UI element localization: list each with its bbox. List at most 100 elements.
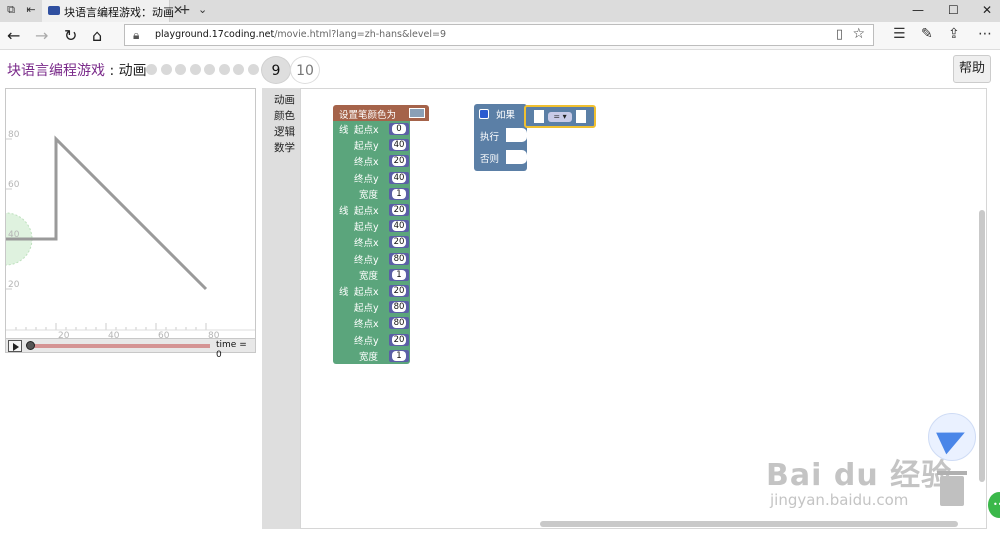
- x-tick-label: 80: [208, 331, 220, 341]
- number-value[interactable]: 20: [392, 156, 406, 167]
- number-block[interactable]: 40: [389, 139, 409, 152]
- number-block[interactable]: 0: [389, 123, 409, 135]
- reading-view-icon[interactable]: ▯: [835, 27, 843, 42]
- number-value[interactable]: 40: [392, 221, 406, 232]
- number-block[interactable]: 1: [389, 268, 409, 281]
- number-value[interactable]: 1: [392, 188, 406, 199]
- y-tick-label: 20: [8, 280, 20, 290]
- else-slot[interactable]: [506, 150, 527, 164]
- hub-icon[interactable]: ☰: [893, 26, 906, 42]
- workspace-vertical-scrollbar[interactable]: [979, 210, 985, 482]
- number-value[interactable]: 80: [392, 302, 406, 313]
- refresh-icon[interactable]: ↻: [64, 26, 78, 45]
- share-icon[interactable]: ⇪: [948, 26, 960, 42]
- workspace-horizontal-scrollbar[interactable]: [540, 521, 958, 527]
- number-value[interactable]: 0: [392, 124, 406, 134]
- number-block[interactable]: 80: [389, 252, 409, 265]
- number-value[interactable]: 40: [392, 140, 406, 151]
- level-dot[interactable]: [204, 64, 215, 75]
- do-label: 执行: [480, 132, 500, 143]
- level-dot[interactable]: [218, 64, 230, 75]
- number-value[interactable]: 1: [392, 269, 406, 280]
- site-favicon-icon: [48, 6, 60, 15]
- number-block[interactable]: 1: [389, 187, 409, 200]
- back-icon[interactable]: ←: [7, 26, 21, 45]
- number-block[interactable]: 80: [389, 301, 409, 314]
- address-bar[interactable]: 🔒︎ playground.17coding.net/movie.html?la…: [124, 24, 874, 46]
- number-value[interactable]: 20: [392, 205, 406, 215]
- number-block[interactable]: 20: [389, 333, 409, 346]
- number-block[interactable]: 40: [389, 220, 409, 233]
- line-param-label: 终点x: [354, 238, 379, 250]
- time-slider-knob[interactable]: [26, 341, 35, 350]
- number-block[interactable]: 80: [389, 317, 409, 330]
- pen-color-swatch[interactable]: [409, 108, 425, 118]
- else-label: 否则: [480, 154, 500, 165]
- level-dot[interactable]: [189, 64, 201, 75]
- number-value[interactable]: 80: [392, 318, 406, 329]
- block-workspace[interactable]: [300, 88, 987, 529]
- number-value[interactable]: 20: [392, 237, 406, 248]
- level-dot[interactable]: [175, 64, 186, 75]
- next-level-button[interactable]: 10: [290, 56, 320, 84]
- watermark-brand: Bai du 经验: [766, 458, 953, 493]
- window-close-icon[interactable]: ✕: [982, 3, 993, 17]
- home-icon[interactable]: ⌂: [92, 26, 103, 45]
- notes-icon[interactable]: ✎: [921, 26, 933, 42]
- number-value[interactable]: 20: [392, 286, 406, 296]
- number-value[interactable]: 80: [392, 253, 406, 264]
- if-label: 如果: [496, 110, 516, 121]
- number-block[interactable]: 20: [389, 236, 409, 249]
- set-pen-color-block[interactable]: 设置笔颜色为: [333, 105, 429, 121]
- help-button[interactable]: 帮助: [953, 55, 991, 83]
- level-dot[interactable]: [233, 64, 244, 75]
- level-dot[interactable]: [247, 64, 259, 75]
- trash-icon[interactable]: [937, 471, 967, 506]
- number-block[interactable]: 20: [389, 204, 409, 216]
- new-tab-icon[interactable]: +: [179, 2, 191, 18]
- favorite-star-icon[interactable]: ☆: [852, 26, 865, 42]
- number-block[interactable]: 1: [389, 349, 409, 362]
- page-title-separator: :: [105, 63, 119, 79]
- toolbox-category-color[interactable]: 颜色: [274, 110, 295, 122]
- time-slider-track[interactable]: [28, 344, 210, 348]
- line-param-label: 起点x: [354, 206, 379, 217]
- minimize-icon[interactable]: —: [912, 3, 924, 17]
- tab-list-icon[interactable]: ⌄: [198, 3, 208, 16]
- compare-right-slot[interactable]: [576, 110, 586, 123]
- bird-logo-icon: [928, 413, 976, 461]
- browser-tab[interactable]: 块语言编程游戏：动画 ✕: [42, 0, 183, 22]
- tab-close-icon[interactable]: ✕: [172, 3, 183, 17]
- maximize-icon[interactable]: ☐: [948, 3, 959, 17]
- gear-icon[interactable]: [479, 109, 489, 119]
- number-block[interactable]: 20: [389, 155, 409, 168]
- number-value[interactable]: 1: [392, 350, 406, 361]
- tab-title: 块语言编程游戏：动画: [64, 6, 174, 19]
- toolbox-category-math[interactable]: 数学: [274, 142, 295, 154]
- toolbox-category-animation[interactable]: 动画: [274, 94, 295, 106]
- line-param-label: 终点y: [354, 335, 379, 347]
- number-block[interactable]: 20: [389, 285, 409, 297]
- line-param-label: 终点x: [354, 157, 379, 169]
- number-value[interactable]: 40: [392, 172, 406, 183]
- toolbox-category-logic[interactable]: 逻辑: [274, 126, 295, 138]
- current-level-button[interactable]: 9: [261, 56, 291, 84]
- forward-icon[interactable]: →: [35, 26, 49, 45]
- tab-back-icon[interactable]: ⇤: [26, 3, 36, 16]
- line-param-label: 起点y: [354, 222, 379, 234]
- level-dot[interactable]: [146, 64, 157, 75]
- do-slot[interactable]: [506, 128, 527, 142]
- y-tick-label: 40: [8, 230, 20, 240]
- compare-condition-block[interactable]: = ▾: [524, 105, 596, 128]
- chat-bubble-icon[interactable]: ••: [988, 492, 1000, 518]
- level-dot[interactable]: [160, 64, 172, 75]
- more-icon[interactable]: ⋯: [978, 26, 992, 42]
- number-block[interactable]: 40: [389, 171, 409, 184]
- tab-actions-icon[interactable]: ⧉: [7, 3, 15, 16]
- play-button[interactable]: [8, 340, 22, 352]
- compare-operator-dropdown[interactable]: = ▾: [548, 112, 572, 122]
- number-value[interactable]: 20: [392, 334, 406, 345]
- url-text[interactable]: playground.17coding.net/movie.html?lang=…: [155, 29, 447, 40]
- compare-left-slot[interactable]: [534, 110, 544, 123]
